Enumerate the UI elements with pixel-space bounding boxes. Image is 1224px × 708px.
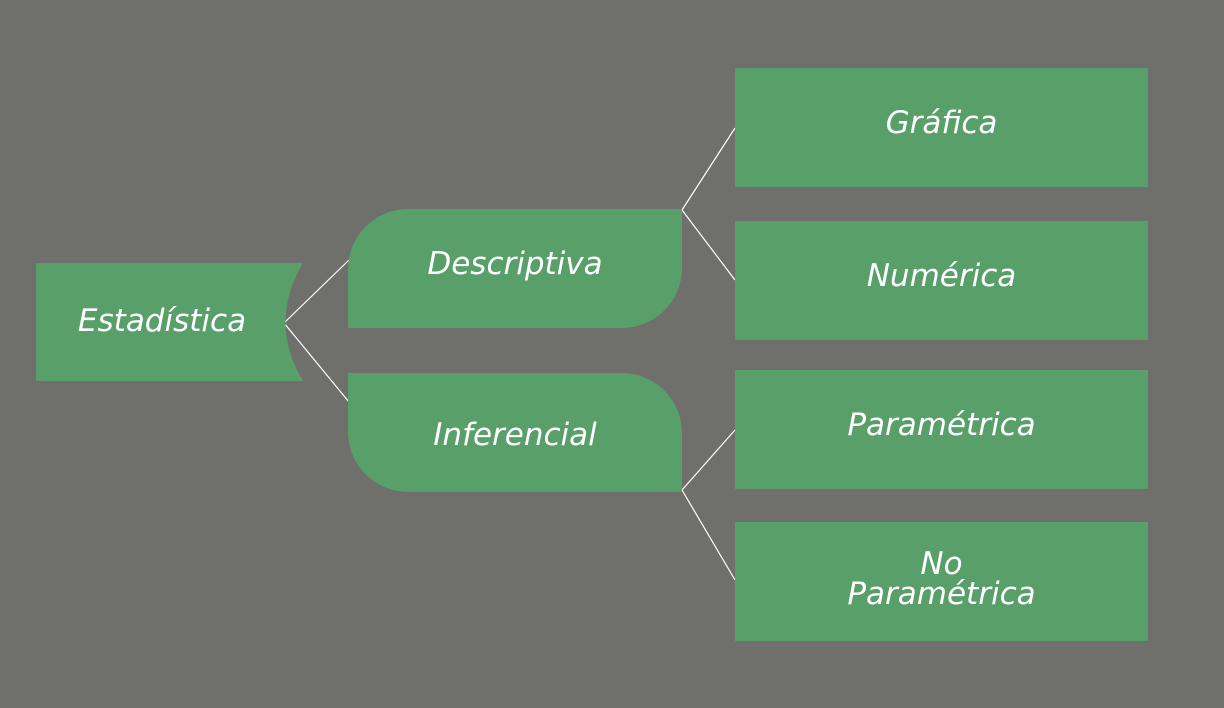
leaf-node-label-parametrica: Paramétrica bbox=[847, 406, 1036, 443]
leaf-node-numerica: Numérica bbox=[735, 217, 1148, 336]
connector-inferencial-parametrica bbox=[681, 429, 736, 491]
branch-node-label-inferencial: Inferencial bbox=[433, 417, 597, 454]
leaf-node-grafica: Gráfica bbox=[735, 64, 1148, 183]
branch-node-label-descriptiva: Descriptiva bbox=[427, 246, 603, 283]
leaf-node-label-no-parametrica-line2: Paramétrica bbox=[847, 575, 1036, 612]
connectors bbox=[283, 127, 736, 581]
leaf-node-parametrica: Paramétrica bbox=[735, 366, 1148, 485]
branch-node-inferencial: Inferencial bbox=[348, 380, 682, 492]
branch-node-shape-inferencial bbox=[348, 373, 682, 492]
connector-root-descriptiva bbox=[283, 259, 350, 324]
leaf-node-label-numerica: Numérica bbox=[866, 257, 1017, 294]
root-node: Estadística bbox=[36, 263, 288, 381]
leaf-node-shape-parametrica bbox=[735, 370, 1148, 489]
branch-node-descriptiva: Descriptiva bbox=[348, 209, 682, 321]
leaf-node-shape-no-parametrica bbox=[735, 522, 1148, 641]
leaf-node-shape-grafica bbox=[735, 68, 1148, 187]
leaf-node-label-grafica: Gráfica bbox=[885, 104, 998, 141]
leaf-node-label-no-parametrica-line1: No bbox=[920, 546, 963, 583]
connector-root-inferencial bbox=[283, 322, 350, 403]
connector-inferencial-no-parametrica bbox=[681, 489, 736, 581]
leaf-node-no-parametrica: No Paramétrica bbox=[735, 520, 1148, 639]
branch-node-shape-descriptiva bbox=[348, 209, 682, 328]
connector-descriptiva-grafica bbox=[681, 127, 736, 211]
leaf-node-shape-numerica bbox=[735, 221, 1148, 340]
root-node-label: Estadística bbox=[77, 303, 247, 340]
connector-descriptiva-numerica bbox=[681, 209, 736, 281]
root-node-shape bbox=[36, 263, 303, 381]
